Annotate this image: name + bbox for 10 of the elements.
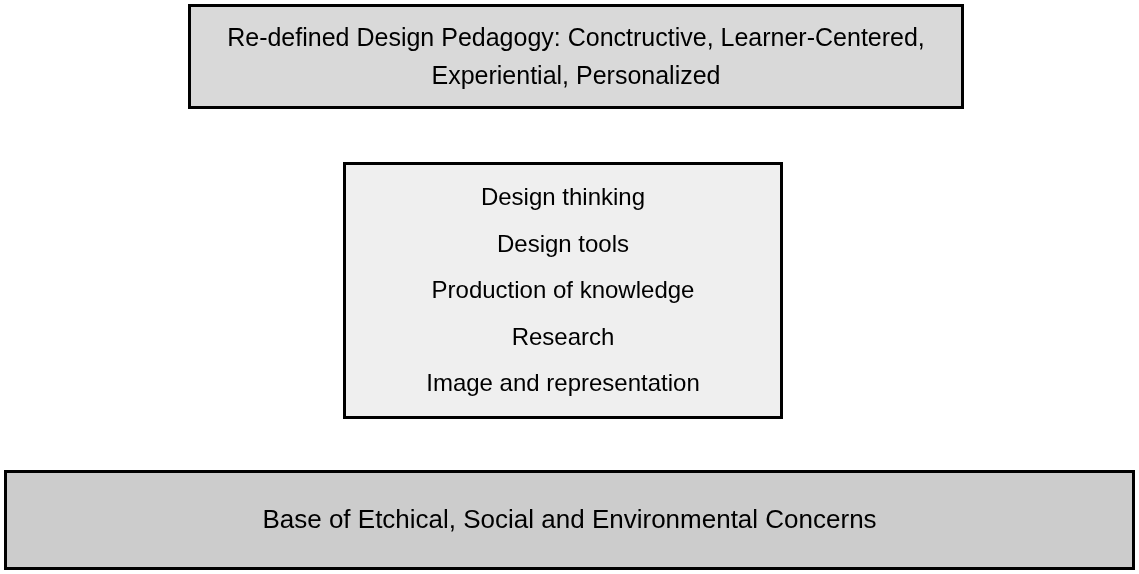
box-text: Design tools [496,228,630,259]
box-text: Image and representation [426,368,700,399]
box-text: Base of Etchical, Social and Environmental Concerns [262,503,877,537]
box-text: Design thinking [480,182,646,213]
text-box [188,4,964,109]
box-text: Research [511,321,615,352]
box-text: Re-defined Design Pedagogy: Conctructive, Learner-Centered, Experiential, Personalized [226,22,926,91]
text-box [343,162,783,419]
box-text: Production of knowledge [431,275,695,306]
text-box [4,470,1135,570]
